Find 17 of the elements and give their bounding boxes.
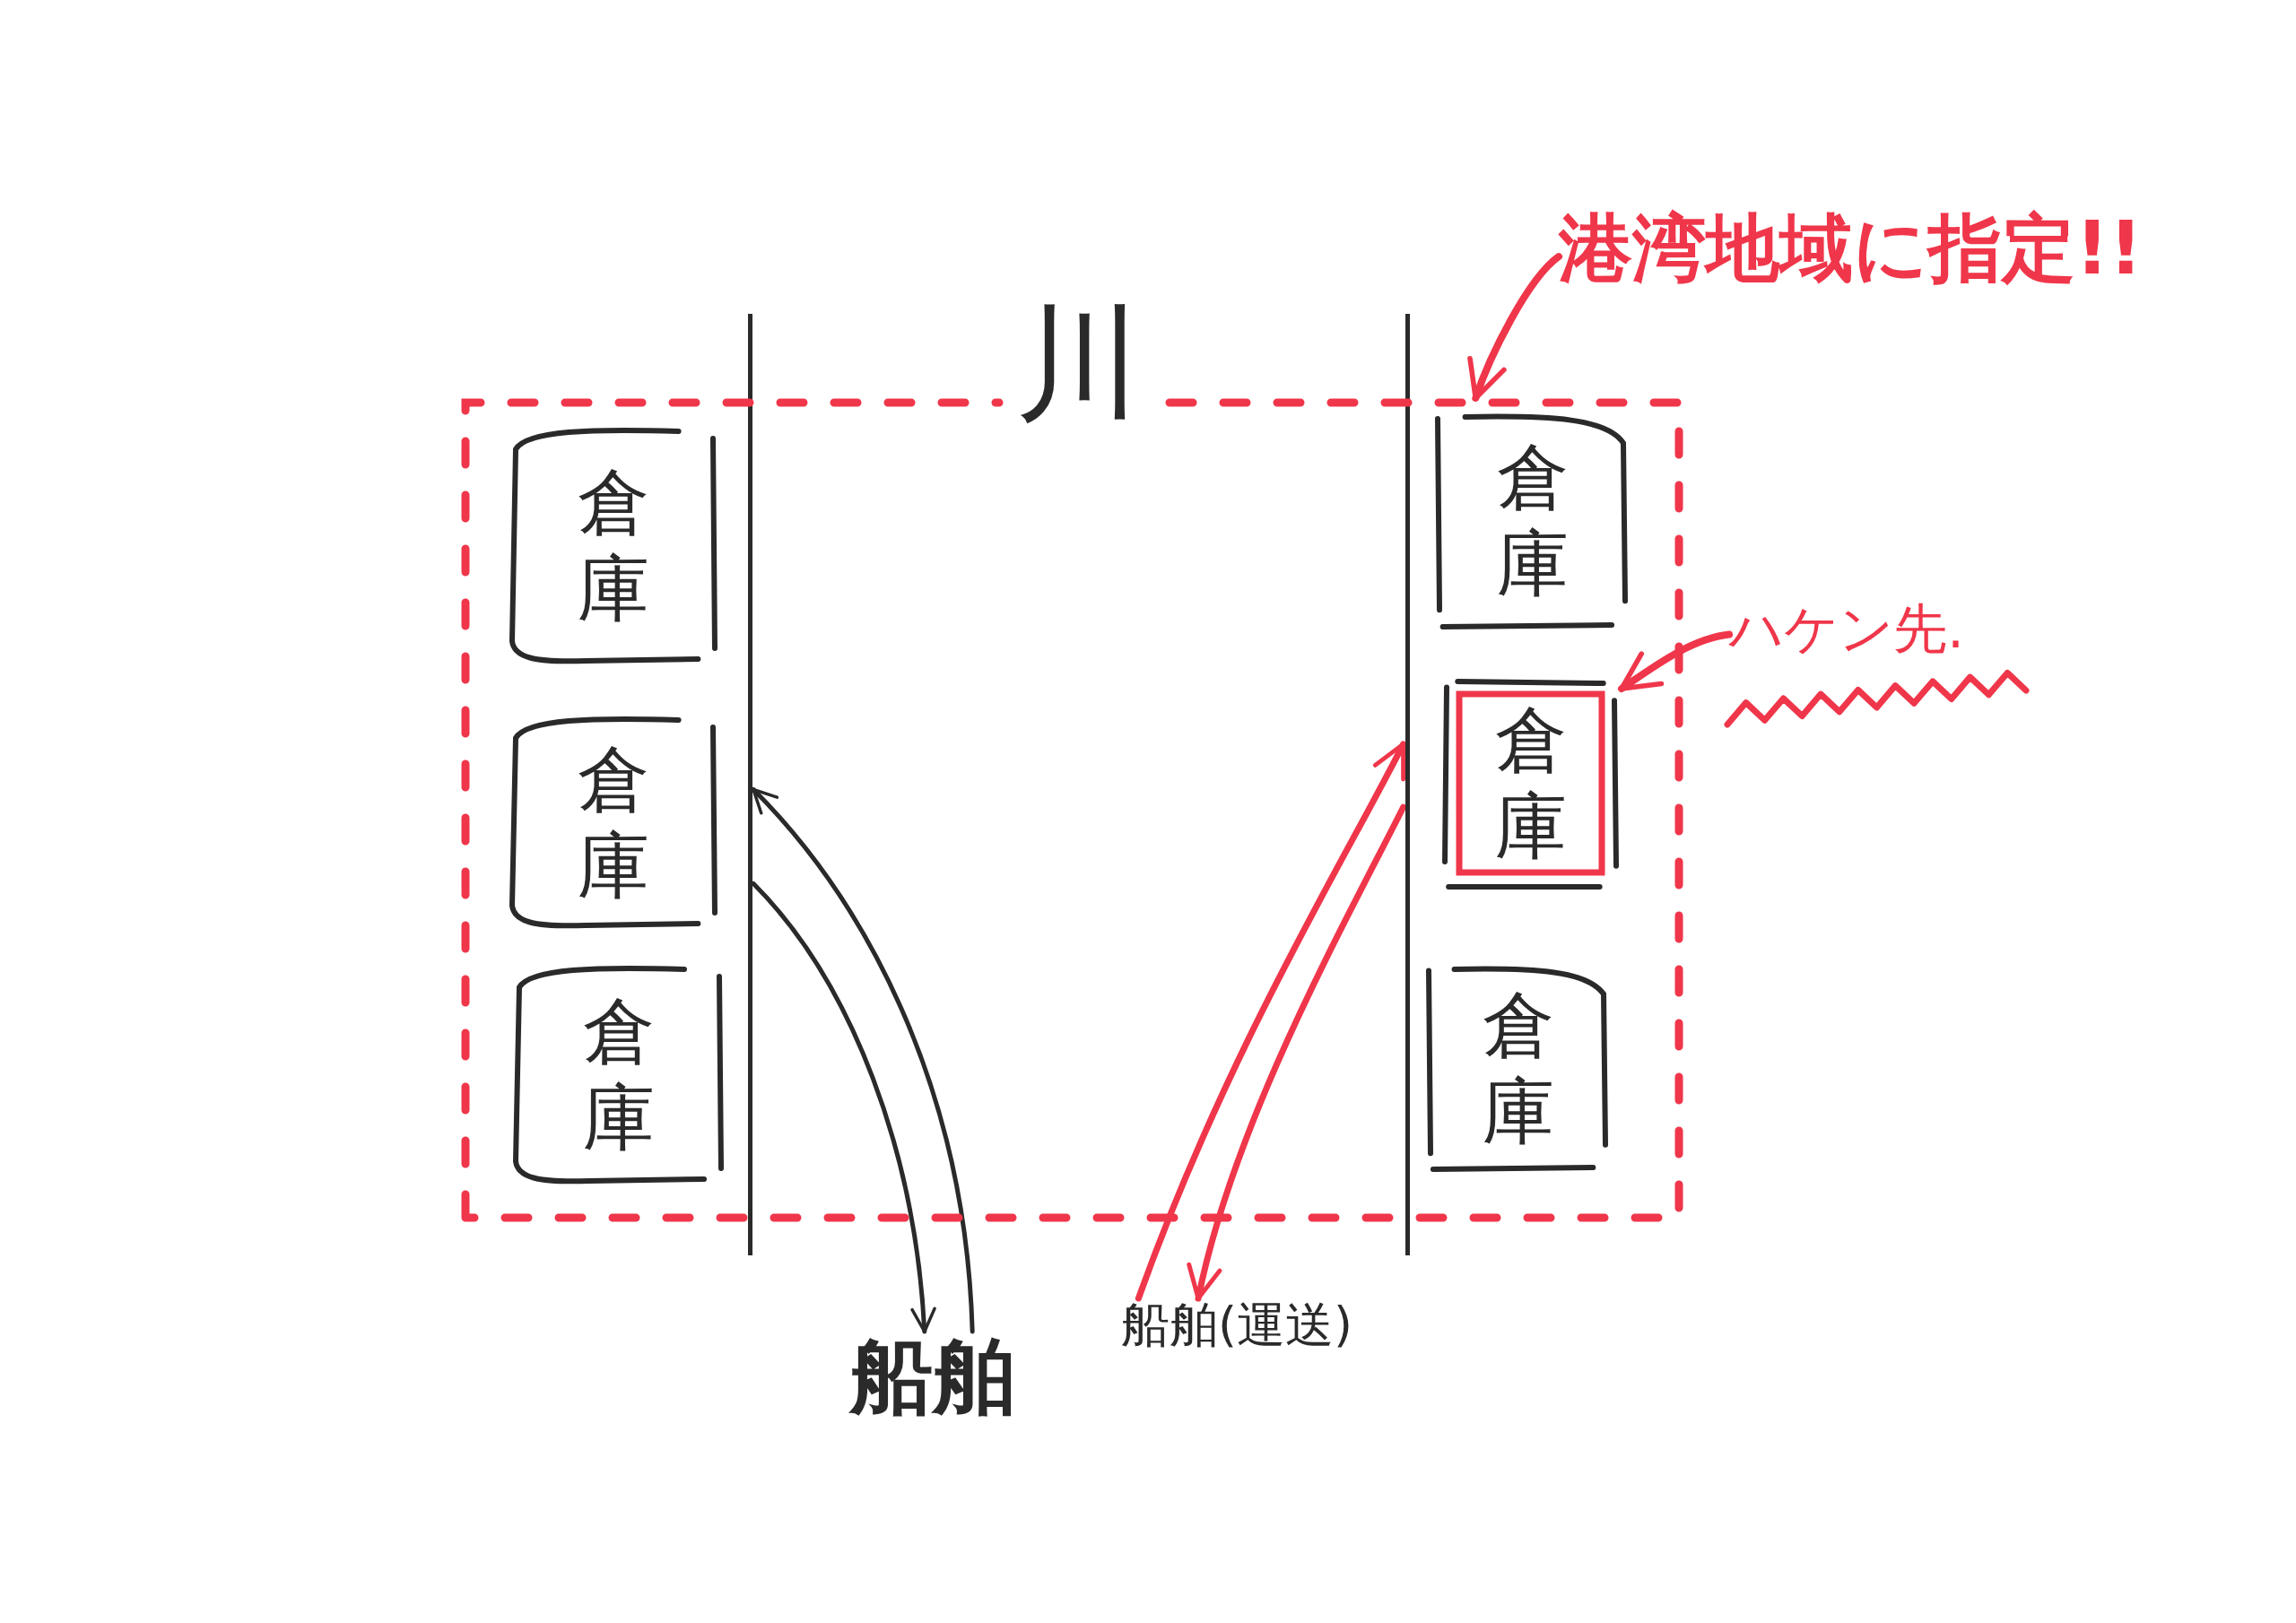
warehouse-label: 倉庫 [1495,435,1570,607]
arrow [1135,741,1407,1302]
warehouse-label: 倉庫 [577,736,650,909]
annotation-text: ハケン先. [1729,599,1965,658]
warehouse-label: 倉庫 [577,460,650,632]
arrow [751,786,975,1334]
arrow [1468,253,1562,402]
river-label: 川 [1016,301,1142,427]
arrow [1618,630,1733,692]
annotation-text: 港湾地域に指定!! [1559,208,2143,290]
warehouse-label: 倉庫 [1481,982,1555,1155]
ship-label: 船舶(運送) [1121,1298,1353,1352]
arrow [1187,803,1407,1302]
warehouse-label: 倉庫 [581,989,656,1161]
ship-label: 船舶 [850,1332,1015,1423]
warehouse-label: 倉庫 [1493,697,1568,870]
arrow [751,881,936,1334]
